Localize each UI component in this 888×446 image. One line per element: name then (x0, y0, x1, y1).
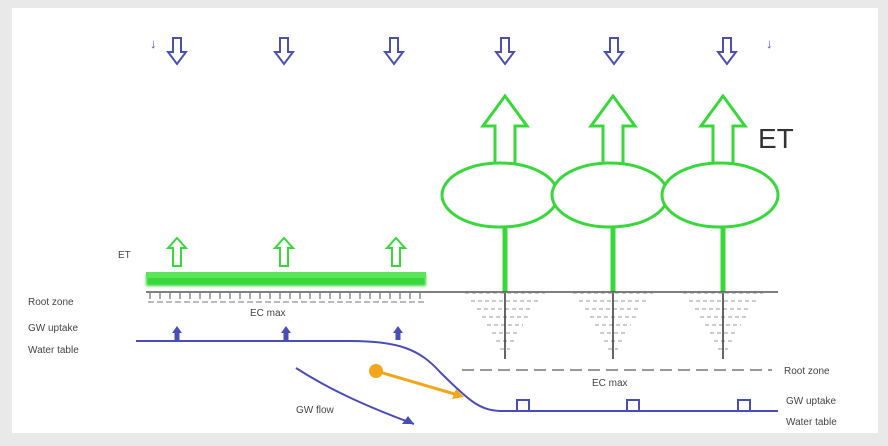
rain-arrow-icon (716, 37, 738, 66)
ec-max-label-right: EC max (592, 378, 628, 389)
gw-uptake-arrows-left (172, 326, 403, 340)
pump-icon (516, 399, 530, 410)
uptake-arrow-icon (281, 326, 291, 340)
tree-crown (660, 161, 780, 229)
tree-crown (440, 161, 560, 229)
gw-flow-arrowhead (402, 416, 414, 424)
rain-marker-left: ↓ (150, 36, 157, 51)
et-arrow-icon (384, 236, 408, 267)
tree-trunks (502, 222, 726, 292)
rain-arrows (166, 37, 738, 66)
gw-flow-label: GW flow (296, 405, 335, 416)
gw-uptake-label-left: GW uptake (28, 323, 78, 334)
grass-band (146, 272, 426, 286)
et-label-small: ET (118, 250, 131, 261)
root-zone-label-left: Root zone (28, 297, 74, 308)
tree-crown (550, 161, 670, 229)
water-table-line (136, 340, 778, 412)
ec-max-label-left: EC max (250, 308, 286, 319)
et-arrow-icon (272, 236, 296, 267)
rain-arrow-icon (494, 37, 516, 66)
rain-arrow-icon (383, 37, 405, 66)
pump-icon (737, 399, 751, 410)
highlight-arrowhead (452, 389, 464, 399)
et-arrow-icon (165, 236, 189, 267)
gw-uptake-label-right: GW uptake (786, 396, 836, 407)
et-label-large: ET (758, 123, 794, 154)
tree-root-cone (465, 292, 545, 359)
tree-root-zones (465, 292, 763, 359)
tree-crowns (440, 161, 780, 229)
pump-icon (626, 399, 640, 410)
uptake-arrow-icon (393, 326, 403, 340)
grass-et-arrows (165, 236, 408, 267)
water-table-label-left: Water table (28, 345, 79, 356)
gw-uptake-pumps-right (516, 399, 751, 410)
grass-root-ticks (149, 293, 421, 299)
rain-arrow-icon (273, 37, 295, 66)
tree-et-arrows (480, 93, 748, 174)
root-zone-label-right: Root zone (784, 366, 830, 377)
rain-marker-right: ↓ (766, 36, 773, 51)
highlight-dot (369, 364, 383, 378)
gw-flow-arrow (295, 367, 415, 425)
rain-arrow-icon (603, 37, 625, 66)
rain-arrow-icon (166, 37, 188, 66)
water-table-label-right: Water table (786, 417, 837, 428)
tree-root-cone (683, 292, 763, 359)
uptake-arrow-icon (172, 326, 182, 340)
highlight-arrow (375, 369, 459, 397)
tree-root-cone (573, 292, 653, 359)
